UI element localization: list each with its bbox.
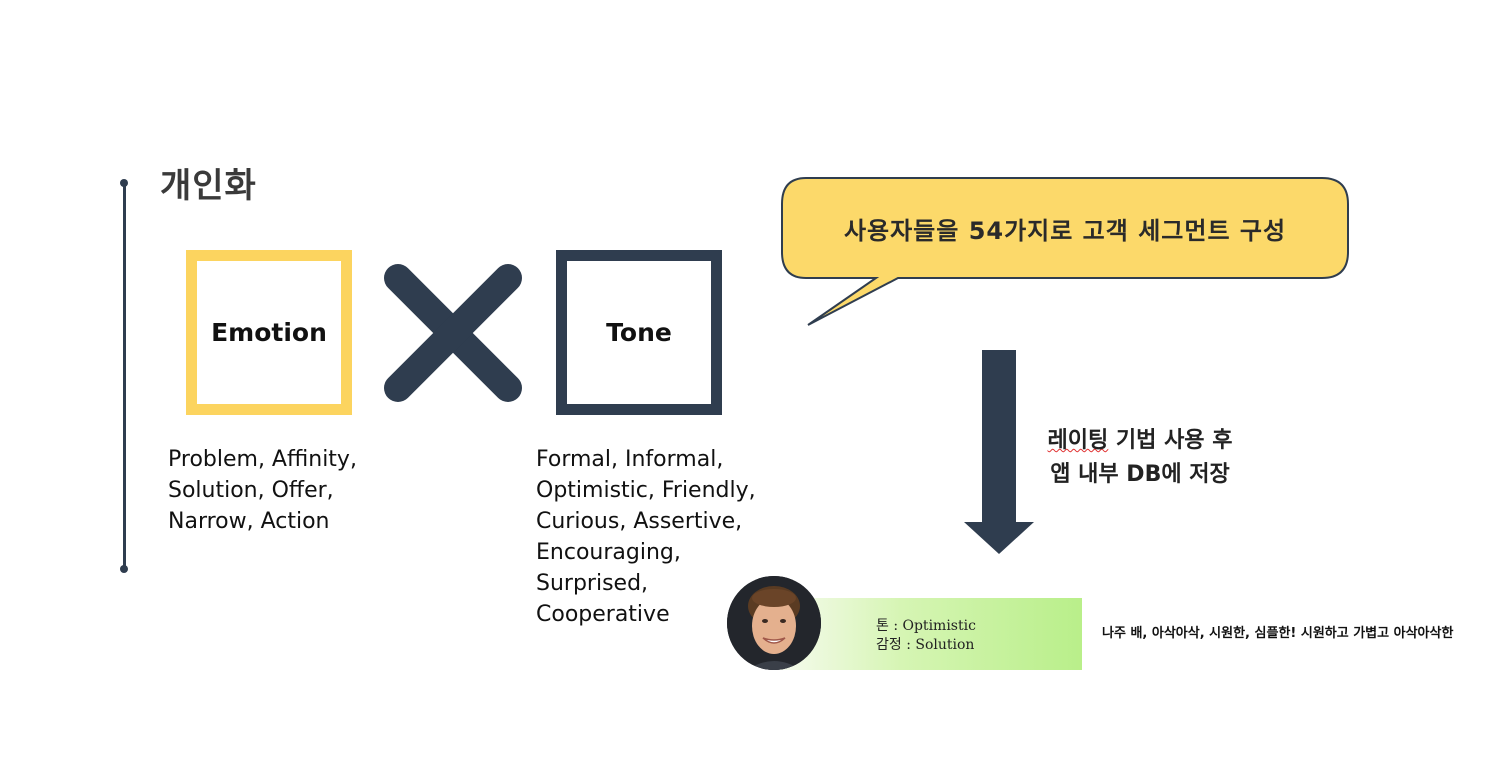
tone-label: Tone [606,318,672,347]
tone-result: 톤 : Optimistic [876,618,976,634]
rating-line-1-rest: 기법 사용 후 [1108,428,1233,453]
tone-box: Tone [556,250,722,415]
emotion-box: Emotion [186,250,352,415]
emotion-result: 감정 : Solution [876,637,975,653]
rating-note: 레이팅 기법 사용 후 앱 내부 DB에 저장 [1030,424,1250,492]
result-bar [780,598,1082,670]
emotion-list: Problem, Affinity, Solution, Offer, Narr… [168,447,357,534]
rating-line-1: 레이팅 기법 사용 후 [1030,424,1250,458]
rule-bottom-dot [120,565,128,573]
speech-bubble [781,177,1349,326]
rule-top-dot [120,179,128,187]
tone-list: Formal, Informal, Optimistic, Friendly, … [536,447,756,627]
result-tags: 톤 : Optimistic 감정 : Solution [876,617,976,655]
callout-text: 사용자들을 54가지로 고객 세그먼트 구성 [843,216,1287,245]
arrow-down-icon [964,350,1034,554]
rating-line-2: 앱 내부 DB에 저장 [1050,462,1230,487]
cross-icon [384,264,522,402]
person-photo-icon [727,576,821,670]
sample-message: 나주 배, 아삭아삭, 시원한, 심플한! 시원하고 가볍고 아삭아삭한 [1102,626,1454,641]
page-title: 개인화 [160,166,257,206]
rating-word: 레이팅 [1047,428,1109,453]
avatar [727,576,821,670]
emotion-label: Emotion [211,318,327,347]
vertical-rule [123,183,126,569]
